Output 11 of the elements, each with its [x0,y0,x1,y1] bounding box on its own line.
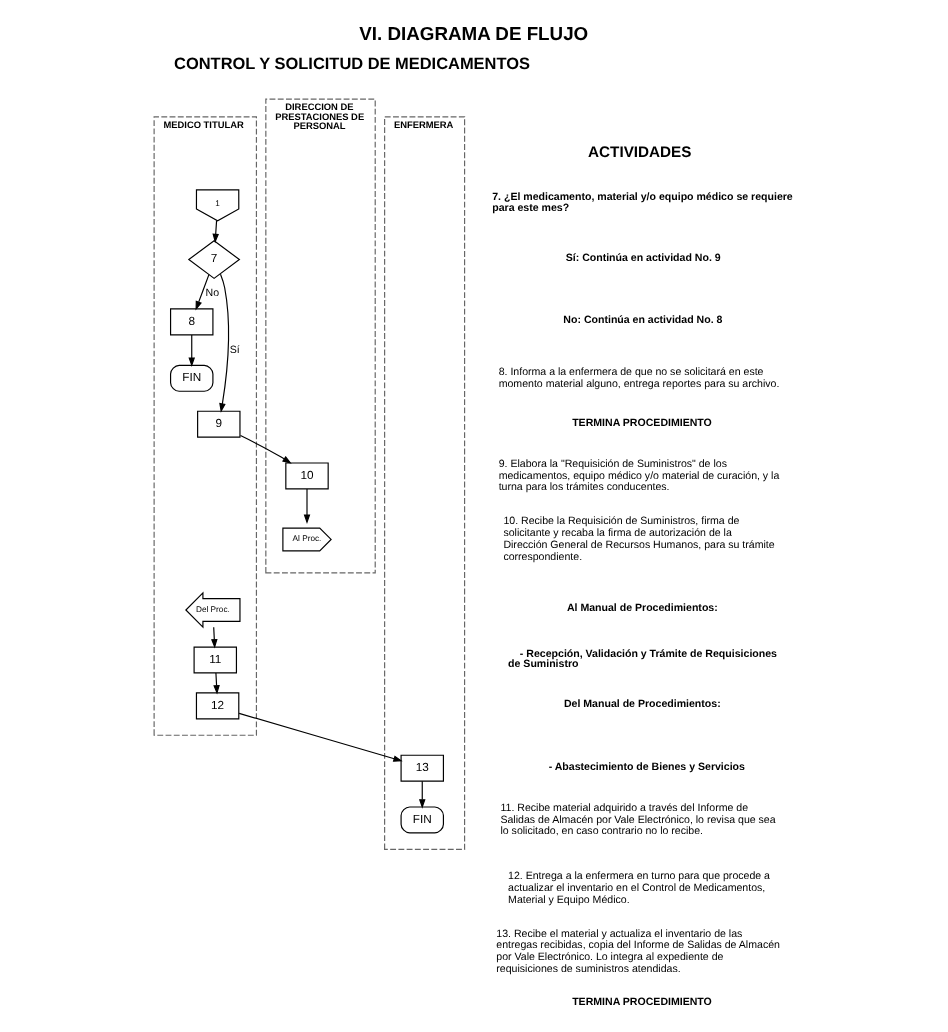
arrow [238,712,403,762]
arrow [418,780,426,809]
arrow [303,488,311,524]
diagram-title: VI. DIAGRAMA DE FLUJO [359,22,589,45]
arrow [213,672,220,695]
arrow [239,435,292,464]
arrow [195,274,210,311]
arrow [211,626,218,649]
arrow [219,273,230,413]
arrow [212,220,219,244]
arrow [188,334,196,367]
